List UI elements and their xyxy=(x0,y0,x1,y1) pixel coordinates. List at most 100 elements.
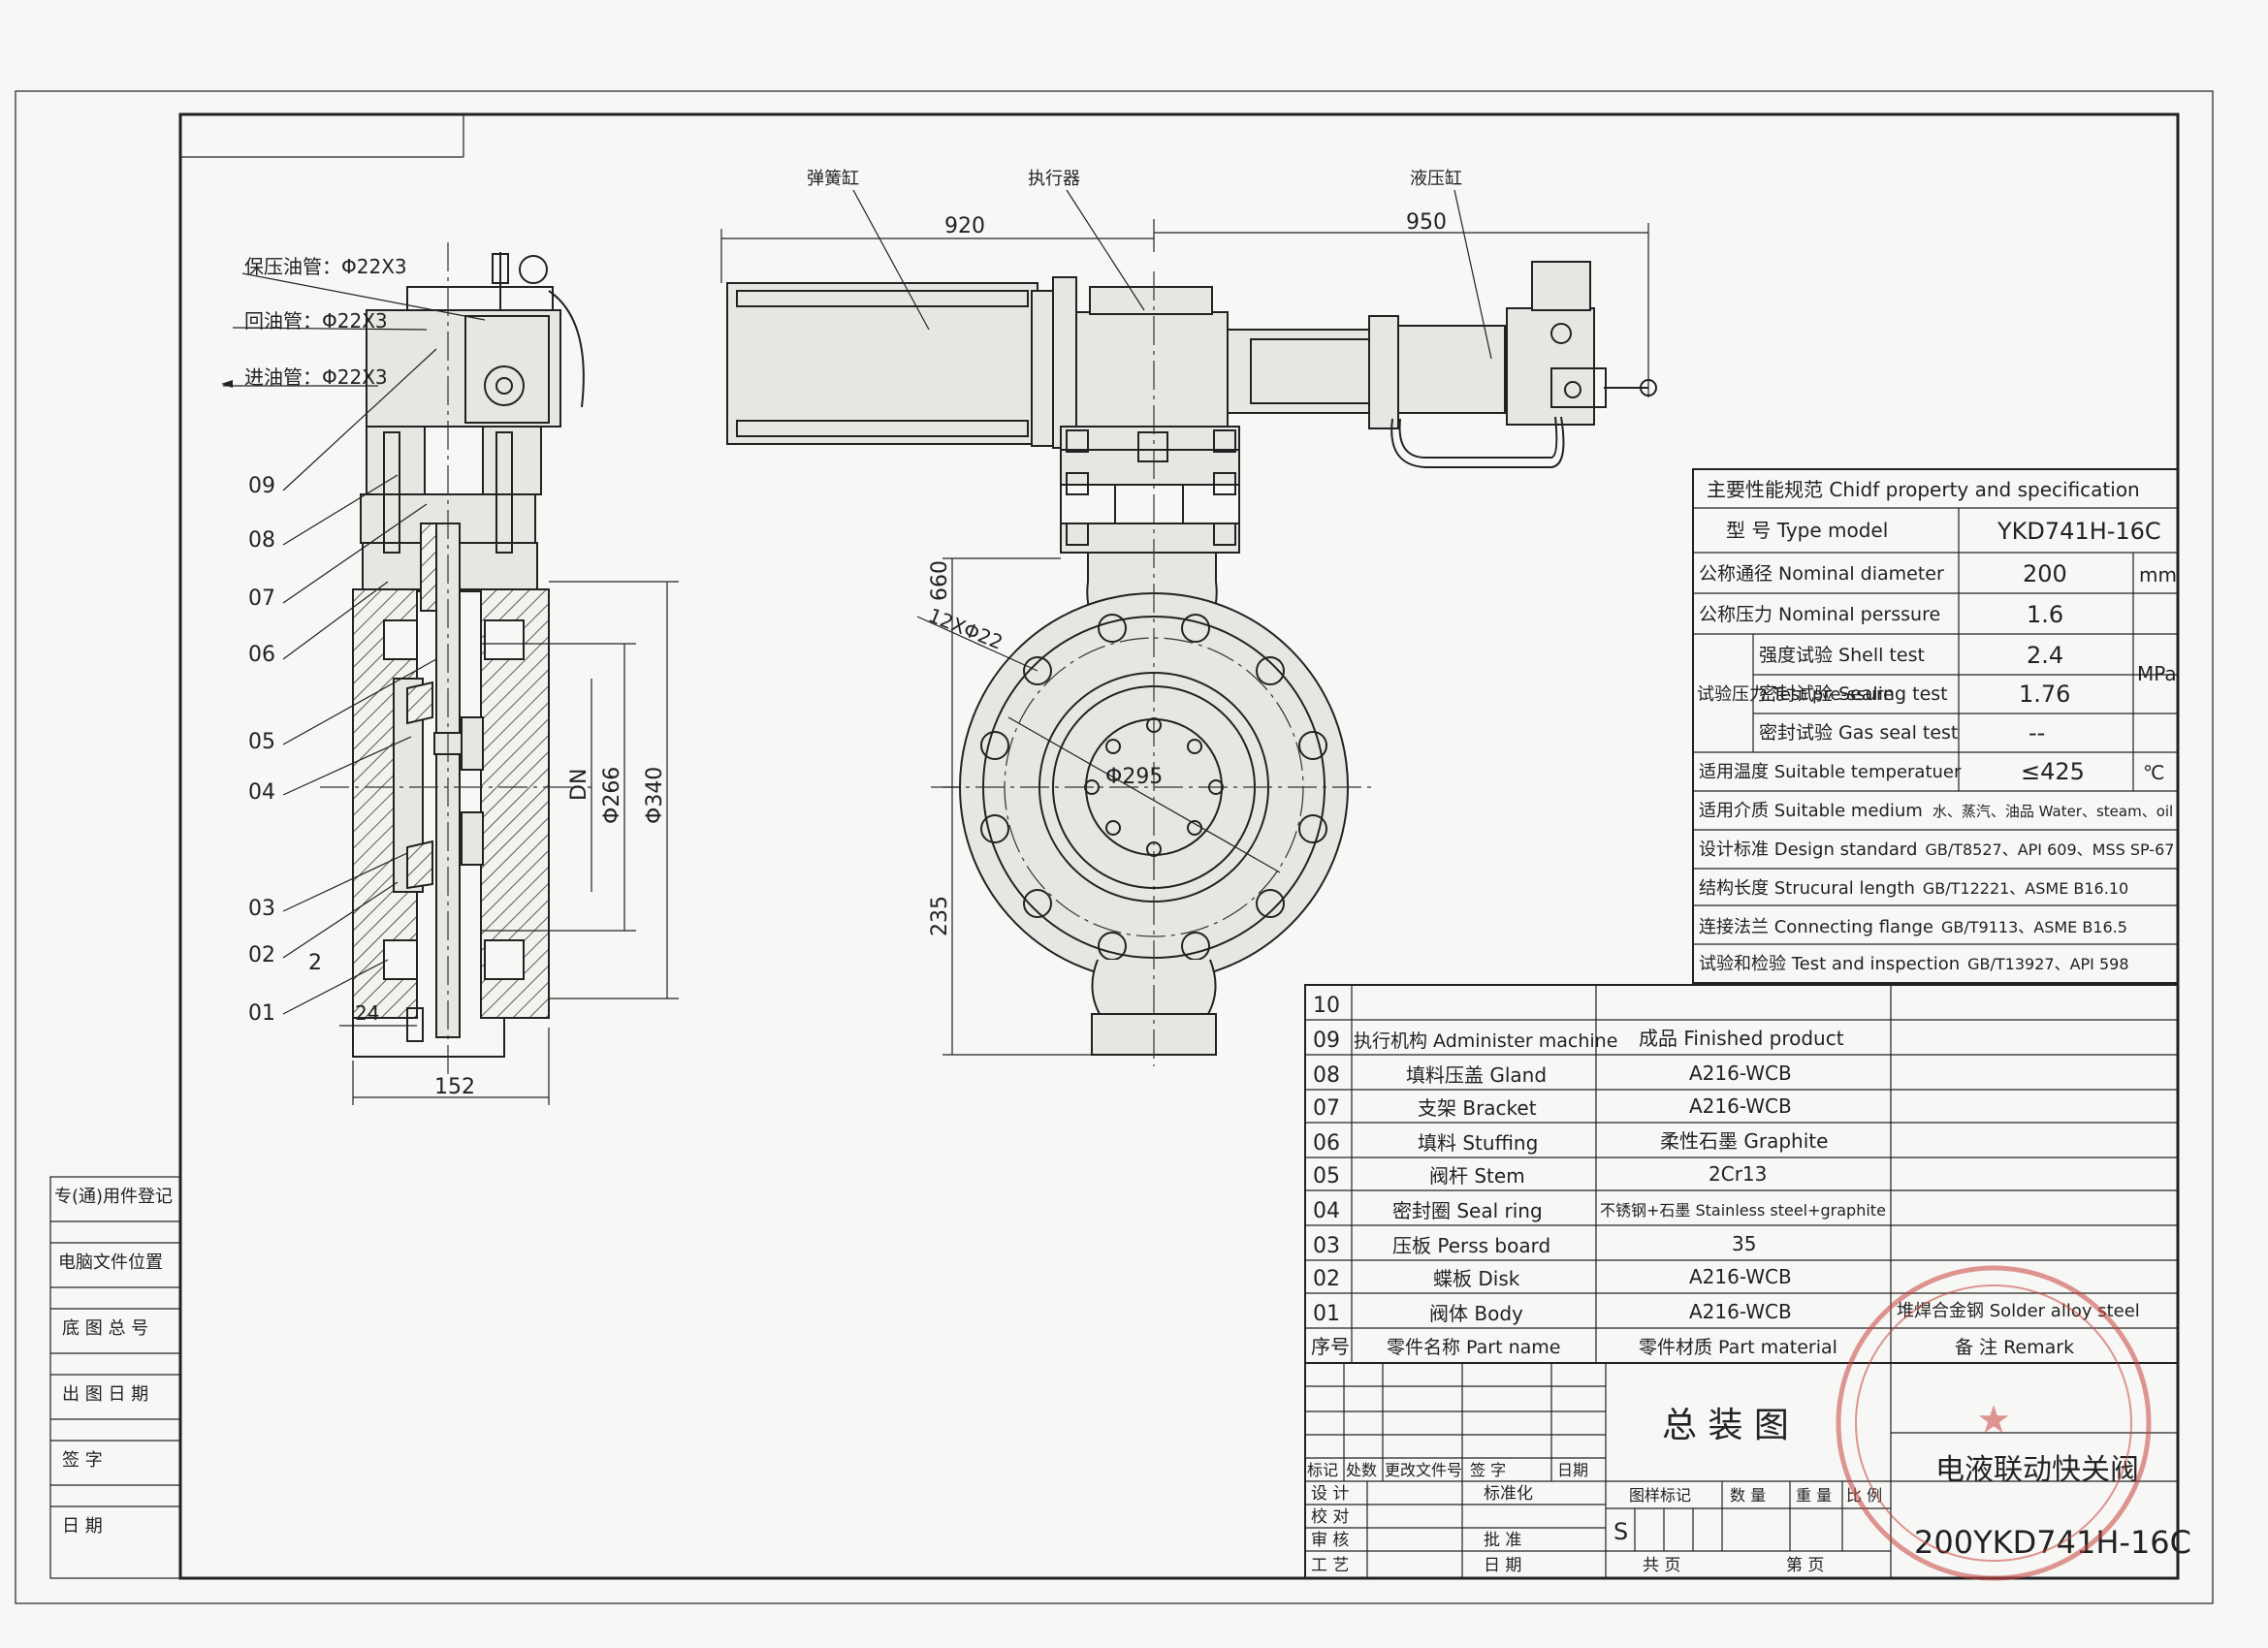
bom-header-material: 零件材质 Part material xyxy=(1639,1337,1837,1358)
stamp-label: 底 图 总 号 xyxy=(62,1318,148,1339)
bom-material: A216-WCB xyxy=(1689,1094,1792,1118)
part-number: 08 xyxy=(248,528,275,553)
dim-phi266: Φ266 xyxy=(600,767,624,824)
part-number: 04 xyxy=(248,780,275,805)
dim-dn: DN xyxy=(567,769,591,801)
bom-material: 柔性石墨 Graphite xyxy=(1660,1129,1828,1153)
stage-label: 重 量 xyxy=(1796,1486,1832,1505)
sign-label: 审 核 xyxy=(1311,1531,1349,1550)
bom-material: A216-WCB xyxy=(1689,1062,1792,1085)
spec-row-unit: MPa xyxy=(2137,662,2177,685)
dim-235: 235 xyxy=(928,896,952,936)
spec-row-value: 1.6 xyxy=(2027,601,2063,628)
sign-label: 校 对 xyxy=(1311,1507,1349,1527)
bom-no: 07 xyxy=(1313,1096,1340,1121)
bom-header-name: 零件名称 Part name xyxy=(1387,1337,1560,1358)
side-view-annotations: 保压油管：Φ22X3 回油管：Φ22X3 进油管：Φ22X3 09 08 07 … xyxy=(221,255,679,1105)
svg-text:★: ★ xyxy=(1976,1398,2011,1442)
rev-label: 日期 xyxy=(1557,1461,1588,1479)
bom-no: 02 xyxy=(1313,1267,1340,1291)
spec-row-label: 强度试验 Shell test xyxy=(1759,645,1925,666)
stage-label: 图样标记 xyxy=(1629,1486,1691,1505)
outer-frame xyxy=(15,90,2214,1604)
callout-actuator: 执行器 xyxy=(1028,169,1080,189)
sign-label: 标准化 xyxy=(1484,1484,1533,1504)
oil-pipe-label: 回油管：Φ22X3 xyxy=(244,309,388,333)
dim-phi340: Φ340 xyxy=(643,767,667,824)
spec-table: 主要性能规范 Chidf property and specification … xyxy=(1692,468,2179,984)
dim-152: 152 xyxy=(434,1075,475,1099)
stamp-label: 电脑文件位置 xyxy=(58,1252,163,1273)
spec-row-unit: ℃ xyxy=(2143,761,2164,784)
spec-title: 主要性能规范 Chidf property and specification xyxy=(1707,478,2140,501)
spec-row-value: 200 xyxy=(2023,560,2067,587)
spec-row-value: 1.76 xyxy=(2019,681,2070,708)
spec-type-label: 型 号 Type model xyxy=(1726,519,1888,542)
stamp-label: 出 图 日 期 xyxy=(62,1384,148,1405)
rev-label: 更改文件号 xyxy=(1385,1461,1462,1479)
spec-test-pressure-label: 试验压力 Test pre-ssure xyxy=(1697,684,1894,705)
company-seal: ★ xyxy=(1836,1265,2152,1581)
bom-header-remark: 备 注 Remark xyxy=(1955,1337,2074,1358)
stage-label: 数 量 xyxy=(1730,1486,1766,1505)
part-number: 06 xyxy=(248,643,275,667)
bom-material: A216-WCB xyxy=(1689,1265,1792,1288)
bom-name: 压板 Perss board xyxy=(1392,1234,1550,1257)
bom-name: 填料 Stuffing xyxy=(1418,1131,1538,1155)
bom-name: 阀体 Body xyxy=(1429,1302,1523,1325)
part-number: 05 xyxy=(248,730,275,754)
part-number: 02 xyxy=(248,943,275,967)
stamp-label: 签 字 xyxy=(62,1450,103,1471)
bom-no: 08 xyxy=(1313,1063,1340,1088)
part-number: 03 xyxy=(248,897,275,921)
left-stamp-column: 专(通)用件登记 电脑文件位置 底 图 总 号 出 图 日 期 签 字 日 期 xyxy=(49,1176,181,1579)
bom-no: 03 xyxy=(1313,1234,1340,1258)
dim-bolt-holes: 12XΦ22 xyxy=(925,603,1006,653)
bom-no: 06 xyxy=(1313,1131,1340,1156)
stamp-label: 日 期 xyxy=(62,1516,103,1537)
spec-row-label: 公称压力 Nominal perssure xyxy=(1699,604,1940,625)
spec-row-value: ≤425 xyxy=(2021,758,2085,785)
bom-name: 支架 Bracket xyxy=(1418,1096,1537,1120)
product-name: 电液联动快关阀 xyxy=(1935,1453,2139,1487)
rev-label: 标记 xyxy=(1307,1461,1338,1479)
spec-row-label: 密封试验 Gas seal test xyxy=(1759,722,1958,744)
drawing-title: 总 装 图 xyxy=(1662,1406,1789,1445)
bom-name: 密封圈 Seal ring xyxy=(1392,1199,1543,1222)
bom-table: 10 09 执行机构 Administer machine 成品 Finishe… xyxy=(1304,984,2179,1364)
dim-950: 950 xyxy=(1406,210,1447,235)
bom-material: 不锈钢+石墨 Stainless steel+graphite xyxy=(1600,1201,1886,1220)
stamp-label: 专(通)用件登记 xyxy=(54,1187,173,1207)
bom-name: 蝶板 Disk xyxy=(1433,1267,1520,1290)
bom-no: 01 xyxy=(1313,1302,1340,1326)
dim-920: 920 xyxy=(944,214,985,238)
bom-header-no: 序号 xyxy=(1311,1335,1350,1358)
front-view xyxy=(726,261,1657,1066)
sheet-total: 共 页 xyxy=(1643,1556,1680,1575)
sheet-current: 第 页 xyxy=(1786,1556,1824,1575)
spec-row-label: 密封试验 Sealing test xyxy=(1759,683,1948,705)
spec-row-unit: mm xyxy=(2139,563,2177,586)
sign-label: 工 艺 xyxy=(1311,1556,1349,1575)
rev-label: 签 字 xyxy=(1470,1461,1506,1479)
oil-pipe-label: 保压油管：Φ22X3 xyxy=(244,255,407,278)
spec-row-value: 2.4 xyxy=(2027,642,2063,669)
bom-material: A216-WCB xyxy=(1689,1300,1792,1323)
sign-label: 日 期 xyxy=(1484,1556,1521,1575)
bom-no: 09 xyxy=(1313,1029,1340,1053)
bom-name: 填料压盖 Gland xyxy=(1406,1063,1547,1087)
spec-row-label: 适用温度 Suitable temperatuer xyxy=(1699,762,1962,782)
spec-type-value: YKD741H-16C xyxy=(1996,518,2161,545)
bom-material: 成品 Finished product xyxy=(1639,1027,1844,1050)
dim-660: 660 xyxy=(928,560,952,601)
drawing-number: 200YKD741H-16C xyxy=(1914,1524,2191,1561)
bom-material: 2Cr13 xyxy=(1709,1162,1767,1186)
sign-label: 设 计 xyxy=(1311,1484,1349,1504)
rev-label: 处数 xyxy=(1346,1461,1377,1479)
title-block: 总 装 图 电液联动快关阀 200YKD741H-16C 标记 处数 更改文件号… xyxy=(1304,1362,2191,1579)
